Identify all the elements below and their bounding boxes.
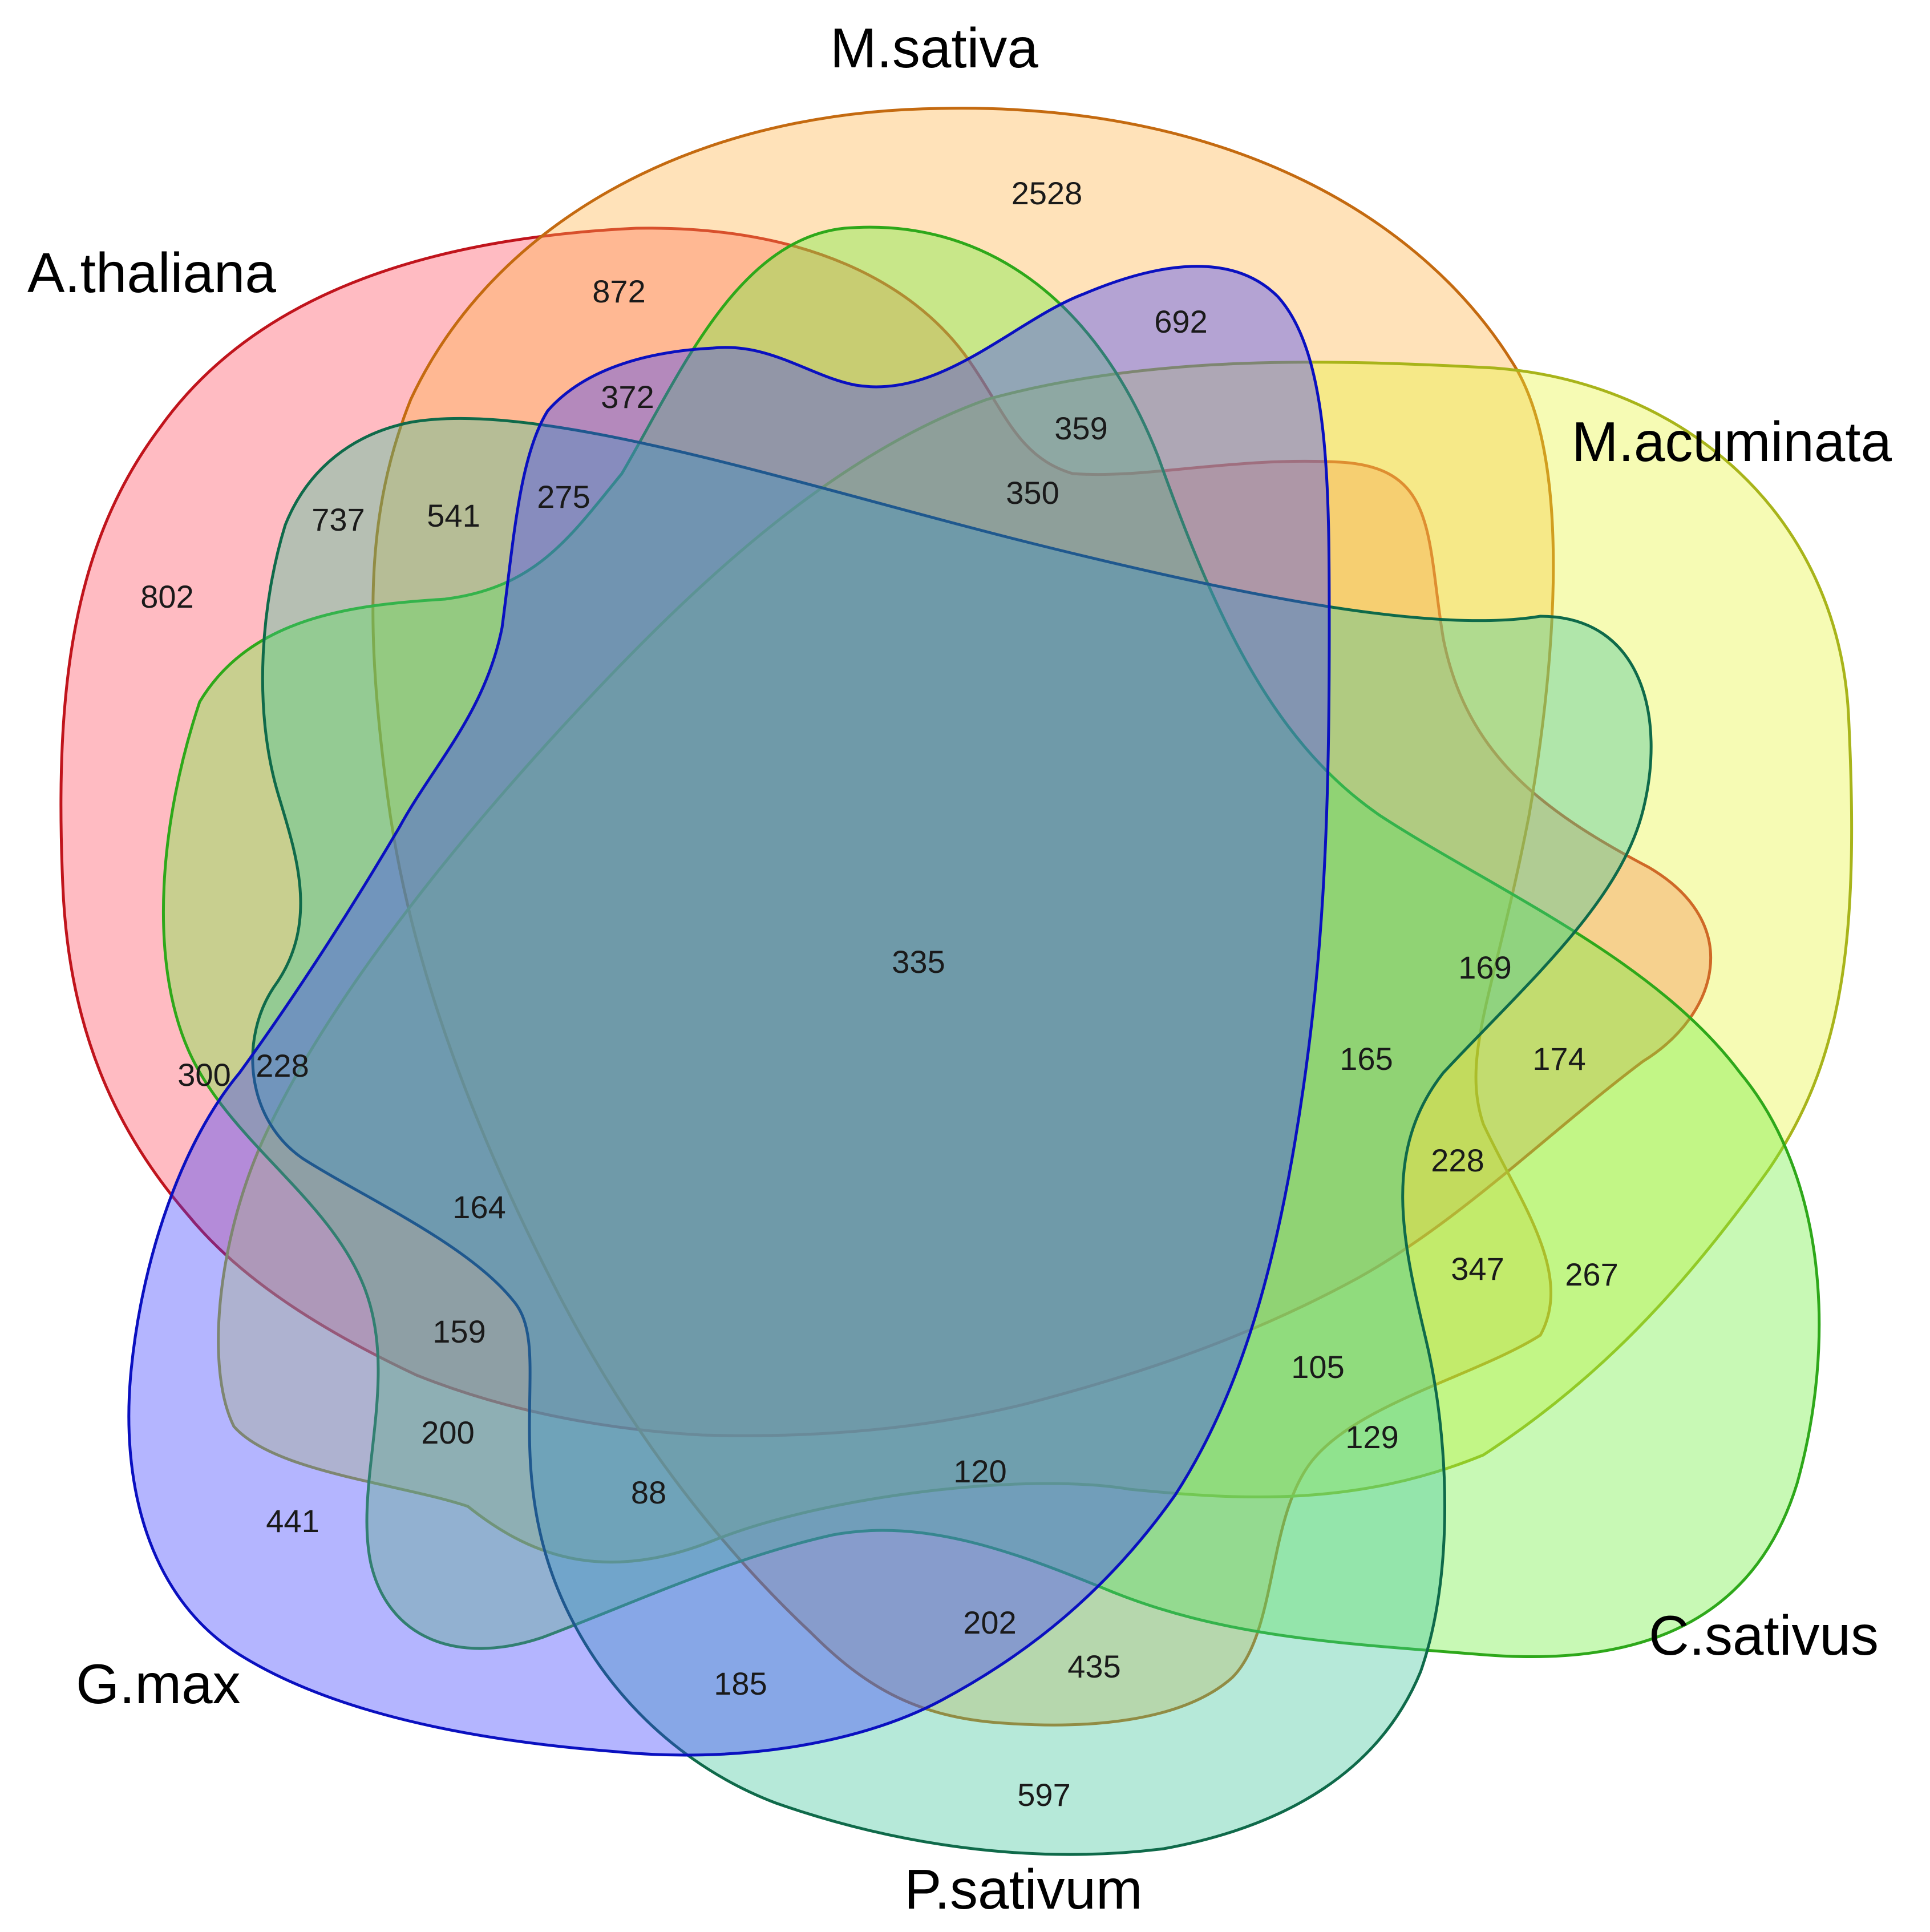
- count-200: 200: [421, 1414, 474, 1450]
- count-228a: 228: [256, 1048, 309, 1084]
- count-541: 541: [427, 498, 480, 533]
- count-120: 120: [953, 1453, 1006, 1489]
- count-164: 164: [452, 1189, 505, 1225]
- count-597: 597: [1017, 1777, 1070, 1813]
- label-csativus: C.sativus: [1649, 1604, 1879, 1667]
- count-359: 359: [1054, 410, 1107, 446]
- count-275: 275: [537, 479, 590, 515]
- set-shape-msativa: [371, 107, 1555, 1727]
- label-psativum: P.sativum: [904, 1858, 1143, 1921]
- label-athaliana: A.thaliana: [27, 241, 276, 304]
- count-185: 185: [714, 1666, 767, 1701]
- label-macuminata: M.acuminata: [1572, 410, 1892, 473]
- count-335: 335: [892, 944, 945, 980]
- set-shape-csativus: [161, 225, 1821, 1659]
- count-174: 174: [1532, 1041, 1585, 1077]
- count-169: 169: [1458, 949, 1511, 985]
- count-165: 165: [1340, 1041, 1393, 1077]
- count-350: 350: [1006, 475, 1059, 511]
- count-347: 347: [1451, 1251, 1504, 1287]
- count-441: 441: [266, 1503, 319, 1539]
- count-802: 802: [140, 579, 193, 615]
- count-105: 105: [1291, 1349, 1344, 1385]
- count-372: 372: [601, 379, 654, 415]
- count-267: 267: [1565, 1256, 1618, 1292]
- count-737: 737: [311, 502, 365, 537]
- count-2528: 2528: [1011, 175, 1083, 211]
- count-129: 129: [1345, 1419, 1398, 1455]
- count-435: 435: [1067, 1648, 1120, 1684]
- count-228b: 228: [1431, 1142, 1484, 1178]
- label-msativa: M.sativa: [830, 17, 1038, 79]
- count-159: 159: [432, 1313, 485, 1349]
- label-gmax: G.max: [76, 1652, 241, 1715]
- count-692: 692: [1154, 304, 1207, 339]
- count-872: 872: [592, 273, 645, 309]
- count-88: 88: [631, 1474, 666, 1510]
- set-shape-gmax: [127, 265, 1331, 1757]
- set-shape-macuminata: [217, 361, 1854, 1564]
- count-300: 300: [177, 1057, 230, 1093]
- set-shape-athaliana: [59, 227, 1712, 1437]
- count-202: 202: [963, 1604, 1016, 1640]
- set-shape-psativum: [251, 417, 1653, 1856]
